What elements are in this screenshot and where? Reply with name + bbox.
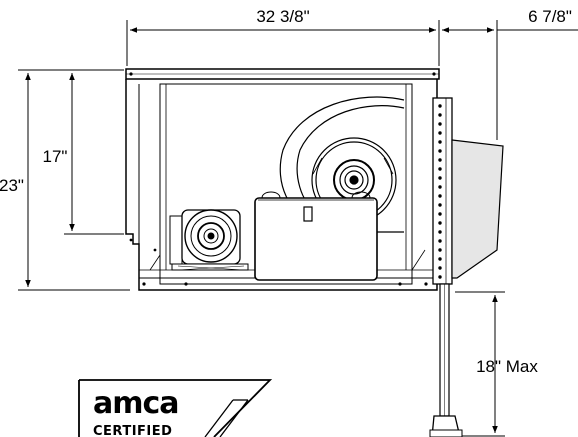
- post-hole: [438, 122, 442, 126]
- post-hole: [438, 131, 442, 135]
- control-box: [254, 191, 378, 281]
- post-hole: [438, 149, 442, 153]
- width-dimension-label: 32 3/8": [256, 7, 309, 26]
- amca-logo-sub: CERTIFIED: [93, 424, 172, 437]
- post-hole: [438, 203, 442, 207]
- post-hole: [438, 221, 442, 225]
- overall-height-dimension-label: 23": [0, 176, 24, 195]
- post-hole: [438, 257, 442, 261]
- motor: [169, 209, 249, 271]
- extension-dimension: [442, 20, 578, 140]
- width-dimension: [126, 20, 440, 66]
- overall-height-dimension: [18, 69, 130, 291]
- inner-height-dimension-label: 17": [43, 147, 68, 166]
- outlet-hood: [451, 139, 504, 279]
- post-hole: [438, 248, 442, 252]
- extension-dimension-label: 6 7/8": [528, 7, 572, 26]
- post-hole: [438, 230, 442, 234]
- inner-height-dimension: [64, 73, 124, 235]
- amca-certified-logo: amca CERTIFIED: [78, 379, 273, 437]
- post-hole: [438, 239, 442, 243]
- stand-height-dimension: [455, 291, 505, 437]
- post-hole: [438, 275, 442, 279]
- post-hole: [438, 140, 442, 144]
- housing-bolts: [129, 72, 436, 286]
- post-hole: [438, 167, 442, 171]
- post-hole: [438, 185, 442, 189]
- post-hole: [438, 176, 442, 180]
- mounting-post: [432, 97, 453, 285]
- post-hole: [438, 194, 442, 198]
- post-hole: [438, 104, 442, 108]
- post-hole: [438, 113, 442, 117]
- amca-logo-word: amca: [93, 386, 179, 421]
- stand-leg: [429, 283, 463, 437]
- post-hole: [438, 212, 442, 216]
- mounting-post-holes: [438, 104, 442, 279]
- post-hole: [438, 266, 442, 270]
- post-hole: [438, 158, 442, 162]
- stand-height-dimension-label: 18" Max: [476, 357, 538, 376]
